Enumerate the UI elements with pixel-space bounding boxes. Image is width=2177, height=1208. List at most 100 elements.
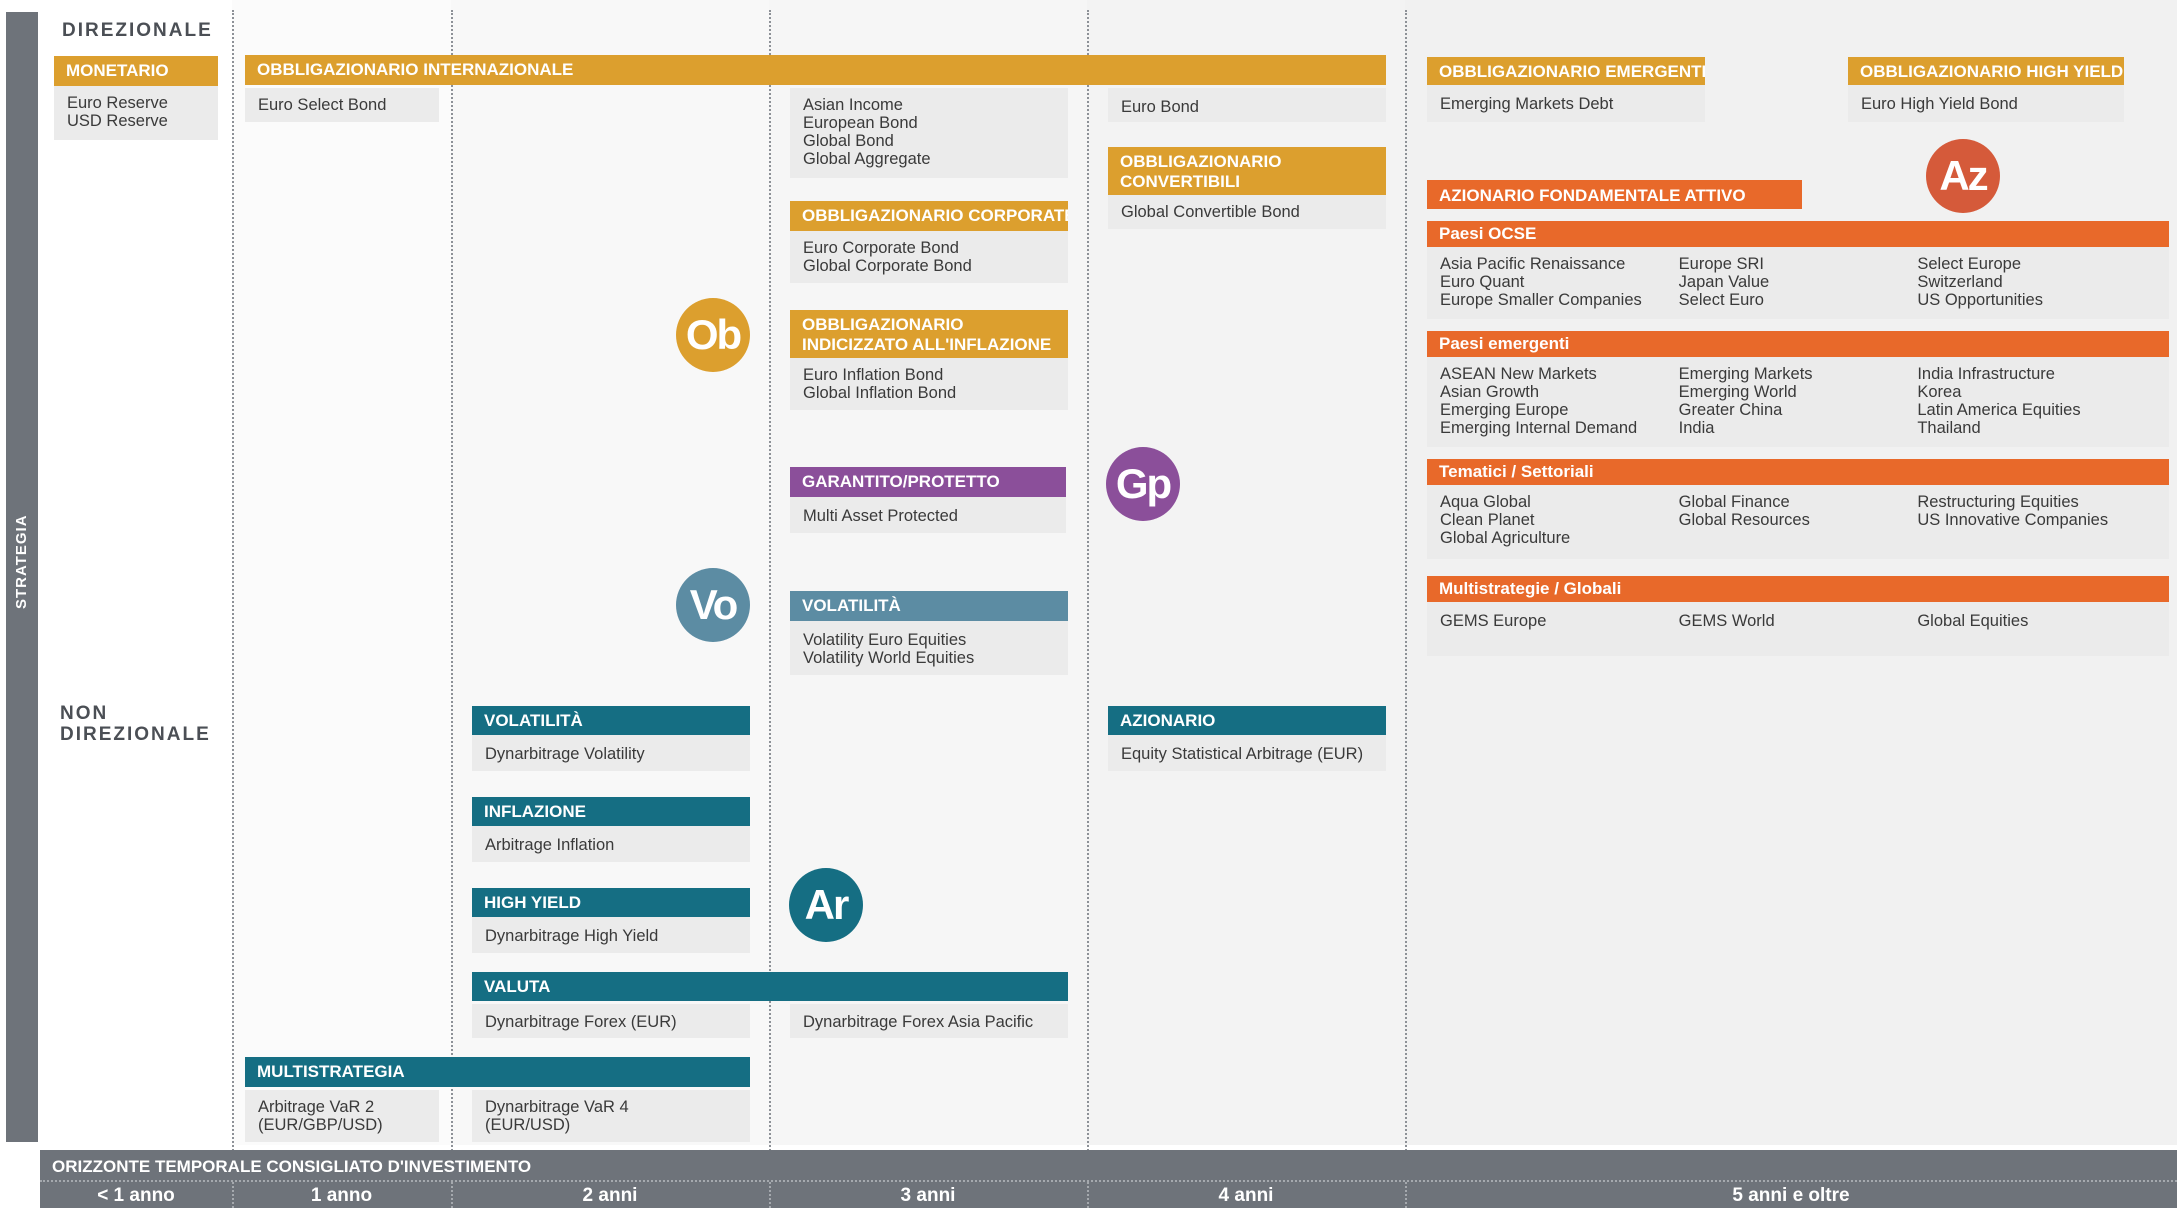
fund-item[interactable]: Multi Asset Protected: [803, 507, 958, 525]
category-garantito-protetto: GARANTITO/PROTETTO Multi Asset Protected: [790, 467, 1066, 533]
category-high-yield: HIGH YIELD Dynarbitrage High Yield: [472, 888, 750, 953]
strategy-axis-bar: [6, 12, 38, 1142]
fund-item[interactable]: India Infrastructure: [1917, 365, 2055, 383]
fund-item[interactable]: Volatility Euro Equities: [803, 631, 967, 649]
time-axis-bar: [40, 1150, 2177, 1208]
fund-list: Dynarbitrage Forex Asia Pacific: [790, 1004, 1068, 1038]
time-axis-separator: [1087, 1182, 1089, 1208]
column-bg-5: [1405, 0, 2177, 1145]
fund-item[interactable]: Thailand: [1917, 419, 1981, 437]
fund-item[interactable]: Aqua Global: [1440, 493, 1531, 511]
fund-item: (EUR/USD): [485, 1116, 571, 1134]
fund-list: Arbitrage VaR 2 (EUR/GBP/USD): [245, 1090, 439, 1142]
time-axis-separator: [1405, 1182, 1407, 1208]
column-divider: [769, 10, 771, 1208]
category-obbligazionario-convertibili: OBBLIGAZIONARIO CONVERTIBILI Global Conv…: [1108, 147, 1386, 229]
fund-item[interactable]: Global Corporate Bond: [803, 257, 972, 275]
fund-list: Euro Select Bond: [245, 88, 439, 122]
fund-item[interactable]: European Bond: [803, 114, 918, 132]
fund-item[interactable]: US Opportunities: [1917, 291, 2043, 309]
fund-item[interactable]: Volatility World Equities: [803, 649, 975, 667]
badge-garantito-icon: Gp: [1106, 447, 1180, 521]
fund-item[interactable]: Global Finance: [1678, 493, 1790, 511]
column-divider: [232, 10, 234, 1208]
fund-item[interactable]: Global Agriculture: [1440, 529, 1571, 547]
fund-list: GEMS Europe GEMS World Global Equities: [1427, 602, 2169, 656]
category-header: GARANTITO/PROTETTO: [790, 467, 1066, 497]
fund-item[interactable]: Dynarbitrage Forex Asia Pacific: [803, 1013, 1034, 1031]
fund-item[interactable]: Emerging Markets Debt: [1440, 95, 1614, 113]
zone-label-non: NON: [60, 703, 109, 724]
fund-list: Global Convertible Bond: [1108, 195, 1386, 229]
fund-item[interactable]: Euro Select Bond: [258, 96, 387, 114]
subcategory-paesi-ocse: Paesi OCSE Asia Pacific Renaissance Euro…: [1427, 221, 2169, 319]
fund-item[interactable]: Equity Statistical Arbitrage (EUR): [1121, 745, 1364, 763]
fund-item[interactable]: Euro Inflation Bond: [803, 366, 944, 384]
category-obbligazionario-emergenti: OBBLIGAZIONARIO EMERGENTI Emerging Marke…: [1427, 57, 1705, 122]
time-axis-tick: 2 anni: [582, 1185, 638, 1206]
fund-item[interactable]: ASEAN New Markets: [1440, 365, 1597, 383]
fund-item[interactable]: Dynarbitrage VaR 4: [485, 1098, 629, 1116]
fund-item[interactable]: Switzerland: [1917, 273, 2003, 291]
fund-list: Dynarbitrage Forex (EUR): [472, 1004, 750, 1038]
column-bg-1: [232, 0, 451, 1145]
fund-item[interactable]: Emerging Markets: [1678, 365, 1813, 383]
subcategory-header: Paesi OCSE: [1427, 221, 2169, 247]
fund-item[interactable]: Clean Planet: [1440, 511, 1535, 529]
fund-list: Emerging Markets Debt: [1427, 85, 1705, 122]
fund-item[interactable]: Select Europe: [1917, 255, 2021, 273]
fund-item[interactable]: Global Equities: [1917, 612, 2029, 630]
fund-item[interactable]: Select Euro: [1678, 291, 1764, 309]
fund-item[interactable]: Global Resources: [1678, 511, 1810, 529]
fund-item[interactable]: Global Aggregate: [803, 150, 931, 168]
fund-item[interactable]: Japan Value: [1678, 273, 1770, 291]
fund-list: Dynarbitrage VaR 4 (EUR/USD): [472, 1090, 750, 1142]
fund-list: Asia Pacific Renaissance Euro Quant Euro…: [1427, 247, 2169, 319]
fund-item[interactable]: Europe SRI: [1678, 255, 1764, 273]
badge-arbitrage-icon: Ar: [789, 868, 863, 942]
fund-item[interactable]: Euro Reserve: [67, 94, 168, 112]
fund-item[interactable]: Emerging Internal Demand: [1440, 419, 1638, 437]
category-header-valuta: VALUTA: [472, 972, 1068, 1001]
fund-item[interactable]: Euro Bond: [1121, 98, 1199, 116]
fund-item[interactable]: Dynarbitrage Forex (EUR): [485, 1013, 677, 1031]
category-header: VOLATILITÀ: [790, 591, 1068, 621]
fund-list: Multi Asset Protected: [790, 497, 1066, 533]
zone-label-non-directional: DIREZIONALE: [60, 724, 211, 745]
category-header-multistrategia: MULTISTRATEGIA: [245, 1057, 750, 1087]
fund-item[interactable]: Global Convertible Bond: [1121, 203, 1300, 221]
zone-label-directional: DIREZIONALE: [62, 20, 213, 41]
fund-item[interactable]: Korea: [1917, 383, 1962, 401]
fund-list: Aqua Global Clean Planet Global Agricult…: [1427, 485, 2169, 559]
fund-item[interactable]: Latin America Equities: [1917, 401, 2081, 419]
fund-list: Volatility Euro Equities Volatility Worl…: [790, 621, 1068, 675]
category-header: HIGH YIELD: [472, 888, 750, 917]
fund-item[interactable]: Restructuring Equities: [1917, 493, 2079, 511]
fund-item[interactable]: Europe Smaller Companies: [1440, 291, 1642, 309]
fund-item[interactable]: Emerging Europe: [1440, 401, 1569, 419]
fund-item[interactable]: Asian Income: [803, 96, 903, 114]
fund-item[interactable]: Asia Pacific Renaissance: [1440, 255, 1626, 273]
fund-item[interactable]: Arbitrage Inflation: [485, 836, 615, 854]
column-bg-3: [769, 0, 1087, 1145]
fund-item[interactable]: Global Bond: [803, 132, 894, 150]
category-header-obbligazionario-internazionale: OBBLIGAZIONARIO INTERNAZIONALE: [245, 55, 1386, 85]
fund-item[interactable]: GEMS Europe: [1440, 612, 1547, 630]
fund-item[interactable]: Euro High Yield Bond: [1861, 95, 2018, 113]
fund-item[interactable]: Arbitrage VaR 2: [258, 1098, 375, 1116]
fund-item[interactable]: Dynarbitrage High Yield: [485, 927, 659, 945]
fund-item[interactable]: Emerging World: [1678, 383, 1797, 401]
fund-list: Euro High Yield Bond: [1848, 85, 2124, 122]
category-header: MONETARIO: [54, 56, 218, 86]
category-header-azionario-fondamentale: AZIONARIO FONDAMENTALE ATTIVO: [1427, 180, 1802, 209]
fund-item[interactable]: Greater China: [1678, 401, 1783, 419]
fund-item[interactable]: US Innovative Companies: [1917, 511, 2109, 529]
fund-item[interactable]: Asian Growth: [1440, 383, 1540, 401]
fund-item[interactable]: India: [1678, 419, 1715, 437]
fund-item[interactable]: GEMS World: [1678, 612, 1775, 630]
fund-item[interactable]: Euro Quant: [1440, 273, 1525, 291]
fund-item[interactable]: Euro Corporate Bond: [803, 239, 959, 257]
fund-item[interactable]: Global Inflation Bond: [803, 384, 957, 402]
fund-item[interactable]: USD Reserve: [67, 112, 168, 130]
fund-item[interactable]: Dynarbitrage Volatility: [485, 745, 645, 763]
